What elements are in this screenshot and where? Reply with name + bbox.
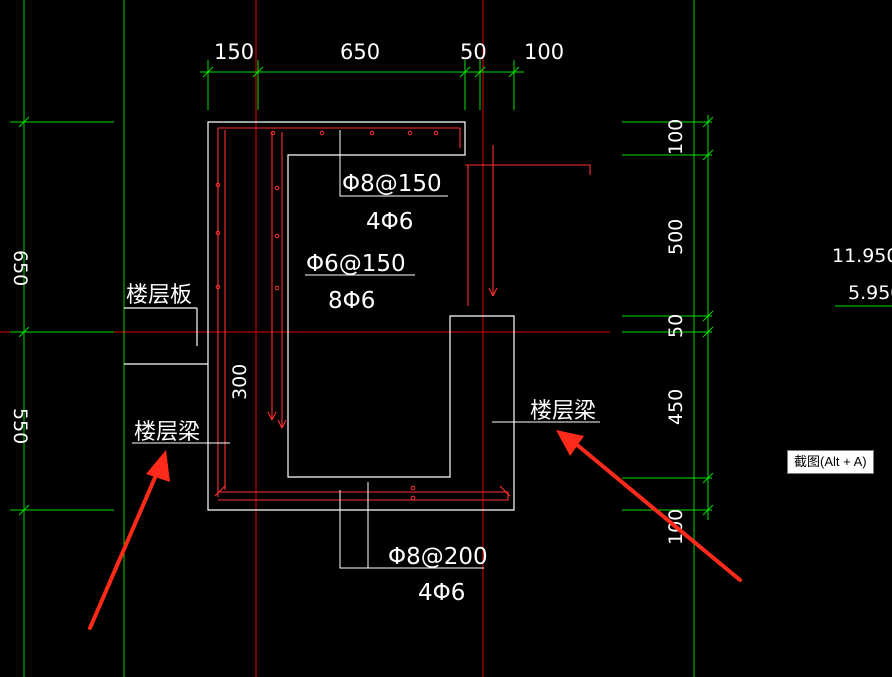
green-grid-lines [23, 0, 695, 677]
dim-right-500: 500 [665, 219, 687, 255]
elevation-lower: 5.950 [848, 282, 892, 304]
elevation-upper: 11.950 [832, 245, 892, 267]
axis-lines [0, 0, 610, 677]
rebar-mid-stirrup: Φ6@150 [306, 251, 406, 277]
rebar-bottom-longitudinal: 4Φ6 [418, 580, 465, 606]
dim-top-100: 100 [524, 40, 564, 64]
dimension-lines [10, 60, 892, 520]
annotation-arrows [88, 430, 742, 630]
rebar-dots [215, 130, 439, 501]
rebar-lines [214, 127, 591, 501]
label-floor-slab: 楼层板 [126, 283, 192, 308]
dim-left-550: 550 [9, 408, 31, 444]
rebar-mid-longitudinal: 8Φ6 [328, 288, 375, 314]
arrow-right-shaft [574, 442, 742, 582]
section-outline [124, 121, 515, 511]
label-floor-beam-right: 楼层梁 [530, 399, 596, 424]
arrow-left-shaft [88, 464, 162, 630]
arrow-right-head-icon [556, 430, 584, 456]
rebar-top-stirrup: Φ8@150 [342, 171, 442, 197]
dim-right-100-top: 100 [665, 119, 687, 155]
dim-top-150: 150 [214, 40, 254, 64]
screenshot-shortcut-tooltip: 截图(Alt + A) [787, 450, 874, 474]
rebar-top-longitudinal: 4Φ6 [366, 209, 413, 235]
dim-top-50: 50 [460, 40, 487, 64]
dim-right-50: 50 [665, 314, 687, 338]
dim-left-650: 650 [9, 250, 31, 286]
dim-300: 300 [229, 364, 251, 400]
arrow-left-head-icon [146, 450, 170, 482]
dim-top-650: 650 [340, 40, 380, 64]
rebar-bottom-stirrup: Φ8@200 [388, 544, 488, 570]
leader-lines [124, 130, 600, 569]
label-floor-beam-left: 楼层梁 [134, 420, 200, 445]
dim-right-450: 450 [665, 389, 687, 425]
